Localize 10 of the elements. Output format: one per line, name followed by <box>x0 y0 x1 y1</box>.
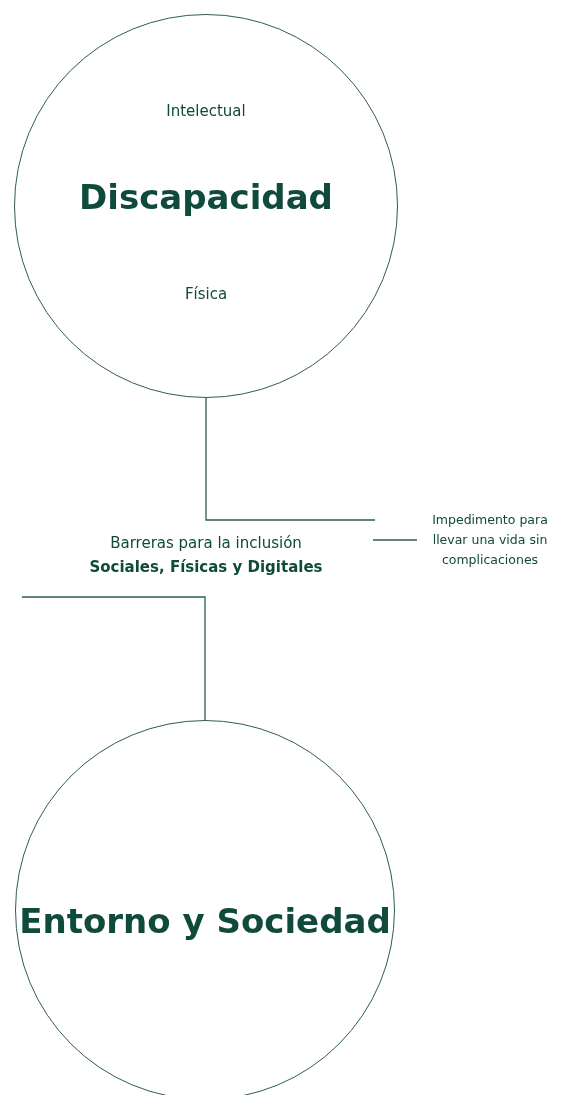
connector-line <box>205 397 376 521</box>
label-text: Física <box>183 285 229 303</box>
label-text: Intelectual <box>165 102 247 120</box>
connector-line <box>372 539 418 541</box>
heading-text: Entorno y Sociedad <box>18 899 392 943</box>
heading-text: Sociales, Físicas y Digitales <box>88 558 324 576</box>
connector-line <box>21 596 206 721</box>
label-text: Impedimento para llevar una vida sin complicaciones <box>431 511 549 569</box>
label-text: Barreras para la inclusión <box>109 534 303 552</box>
heading-text: Discapacidad <box>78 176 334 218</box>
